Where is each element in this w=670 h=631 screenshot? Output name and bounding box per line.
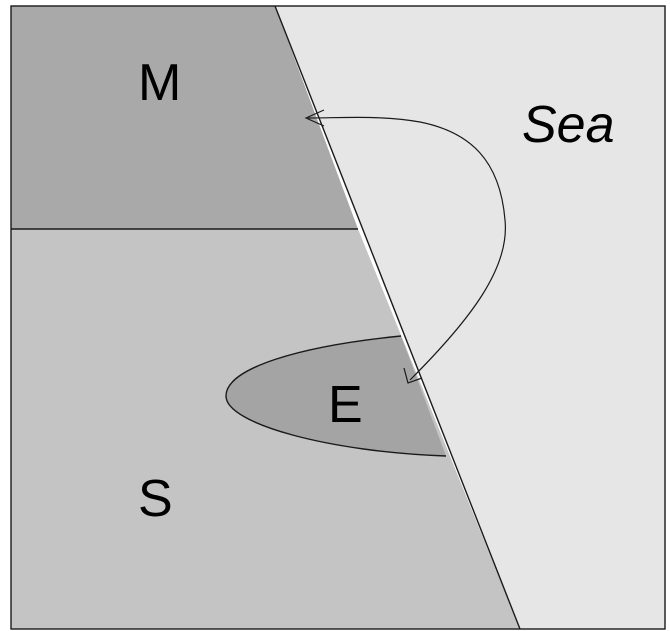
label-s: S: [138, 470, 173, 528]
region-sea: [275, 6, 665, 629]
label-sea: Sea: [522, 96, 615, 154]
frame: [10, 5, 666, 630]
flow-arrow-tail-e: [403, 367, 423, 384]
region-e-boundary: [225, 335, 447, 457]
region-s: [11, 229, 520, 629]
region-e: [226, 336, 446, 456]
label-m: M: [138, 54, 181, 112]
region-m: [11, 6, 358, 229]
coastline: [274, 5, 521, 630]
flow-arrow-head-m: [304, 109, 325, 127]
flow-arrow: [307, 116, 507, 381]
label-e: E: [328, 376, 363, 434]
